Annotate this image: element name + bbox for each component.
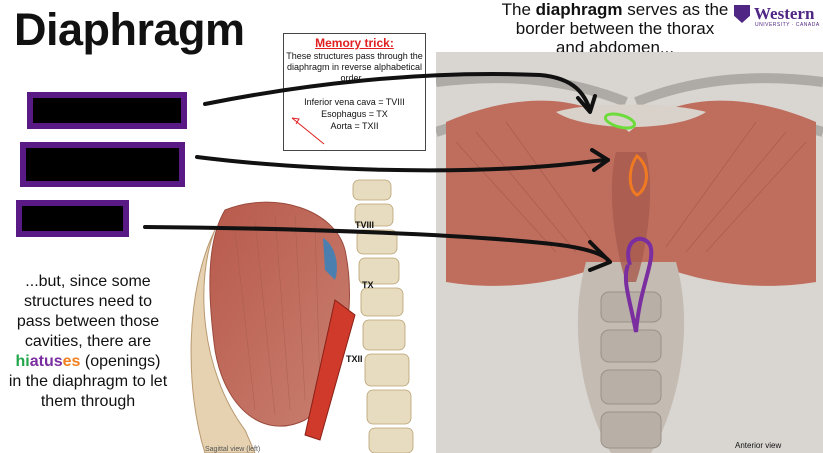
memory-item-esophagus: Esophagus = TX [321, 109, 388, 119]
memory-red-arrow [291, 117, 325, 145]
vertebra-label-txii: TXII [346, 354, 363, 364]
university-logo: Western UNIVERSITY · CANADA [734, 2, 820, 28]
vertebra-label-tx: TX [362, 280, 374, 290]
logo-subtitle: UNIVERSITY · CANADA [755, 22, 820, 28]
aorta-shape [304, 299, 356, 441]
explanation-text: ...but, since some structures need to pa… [8, 273, 168, 410]
memory-item-aorta: Aorta = TXII [330, 121, 379, 131]
vertebra-label-tviii: TVIII [355, 220, 375, 230]
memory-description: These structures pass through the diaphr… [286, 51, 423, 83]
anterior-diaphragm-illustration [436, 52, 823, 453]
memory-heading: Memory trick: [315, 36, 394, 50]
redacted-label-esophagus [20, 142, 185, 187]
logo-wordmark: Western [754, 4, 815, 23]
sagittal-caption: Sagittal view (left) [205, 446, 261, 453]
rib-cage-shape [190, 229, 256, 453]
lumbar-vertebrae [600, 291, 662, 449]
page-title: Diaphragm [14, 4, 245, 55]
memory-trick-box: Memory trick: These structures pass thro… [283, 33, 426, 151]
redacted-label-aorta [16, 200, 129, 237]
intro-text: The diaphragm serves as the border betwe… [501, 0, 729, 57]
anterior-caption: Anterior view [735, 441, 782, 450]
intro-bold: diaphragm [535, 0, 623, 19]
redacted-label-ivc [27, 92, 187, 129]
sagittal-diaphragm-illustration [190, 179, 414, 453]
crest-icon [734, 5, 750, 23]
